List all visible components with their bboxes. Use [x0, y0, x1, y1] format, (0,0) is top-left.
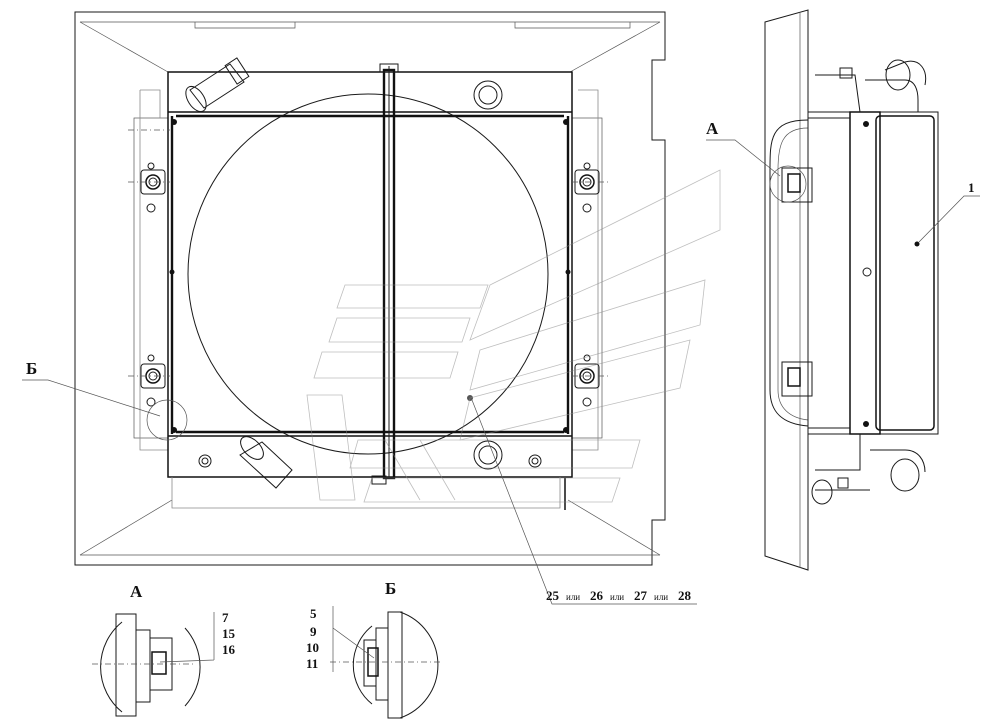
detail-a-leader	[159, 612, 215, 663]
side-center-bolt	[862, 267, 872, 277]
left-bracket	[133, 117, 169, 439]
lower-hose-pipe	[239, 436, 293, 489]
radiator-frame	[167, 71, 573, 478]
side-tank-channel	[849, 111, 881, 435]
detail-a-part-0: 7	[222, 610, 229, 625]
upper-hose-pipe	[185, 57, 250, 113]
shroud-diagonal-tr	[569, 21, 661, 73]
drain-neck-inner	[478, 445, 498, 465]
side-bracket-bottom	[781, 361, 813, 397]
callout-b-circle	[146, 399, 188, 441]
side-seal-profile	[769, 119, 809, 427]
right-bracket-inner	[572, 89, 599, 451]
side-seal-inner	[777, 127, 809, 421]
leader-1	[918, 195, 980, 243]
part-28: 28	[678, 588, 692, 603]
detail-b: Б 5 9 10 11	[306, 579, 440, 719]
side-panel-outline	[764, 9, 809, 571]
shroud-diagonal-br	[567, 499, 661, 556]
or-word-1: или	[566, 592, 580, 602]
label-view-b: Б	[26, 359, 37, 378]
detail-b-boundary	[352, 611, 439, 719]
side-core	[875, 115, 935, 431]
fan-ring	[187, 93, 549, 455]
front-view	[74, 11, 666, 566]
filler-neck-outer	[473, 80, 503, 110]
left-bracket-inner	[139, 89, 168, 451]
detail-a: А 7 15 16	[92, 582, 236, 717]
side-rivet-top	[863, 121, 869, 127]
detail-b-part-0: 5	[310, 606, 317, 621]
item-1-marker	[914, 241, 920, 247]
side-lower-pipe-end	[890, 458, 920, 492]
detail-b-part-1: 9	[310, 624, 317, 639]
or-word-2: или	[610, 592, 624, 602]
or-word-3: или	[654, 592, 668, 602]
detail-a-part-1: 15	[222, 626, 236, 641]
leader-b	[22, 379, 161, 417]
side-rivet-bottom	[863, 421, 869, 427]
drain-neck-outer	[473, 440, 503, 470]
detail-b-washer	[363, 639, 377, 687]
side-bracket-top	[781, 167, 813, 203]
filler-neck-inner	[478, 85, 498, 105]
detail-a-boundary	[100, 621, 201, 713]
detail-a-plate	[135, 629, 151, 703]
divider-bottom-cap	[371, 475, 387, 485]
detail-a-title: А	[130, 582, 143, 601]
detail-b-title: Б	[385, 579, 396, 598]
divider-top-cap	[379, 63, 399, 73]
side-upper-pipe-end	[885, 59, 911, 91]
right-bracket	[571, 117, 603, 439]
label-item-1: 1	[968, 180, 975, 195]
corner-rivets	[169, 119, 571, 433]
detail-b-panel	[387, 611, 403, 719]
detail-a-panel	[115, 613, 137, 717]
parts-callout-main: 25 или 26 или 27 или 28	[546, 588, 692, 603]
watermark-logo	[306, 169, 721, 503]
detail-a-nut	[151, 651, 167, 675]
bottom-bolt-left-inner	[201, 457, 209, 465]
lower-housing	[171, 477, 561, 509]
detail-b-leader	[332, 606, 375, 672]
side-bottom-cap	[837, 477, 849, 489]
side-bracket-bottom-bolt	[787, 367, 801, 387]
side-lower-pipe	[815, 434, 926, 491]
leader-lines	[22, 139, 980, 605]
detail-b-part-2: 10	[306, 640, 319, 655]
shroud-diagonal-tl	[79, 21, 169, 73]
side-top-cap	[839, 67, 853, 79]
shroud-diagonal-bl	[79, 499, 173, 556]
detail-b-part-3: 11	[306, 656, 318, 671]
left-mount-bolts	[140, 162, 166, 407]
part-26: 26	[590, 588, 604, 603]
bottom-bolt-right	[528, 454, 542, 468]
side-view	[764, 9, 939, 571]
side-bracket-top-bolt	[787, 173, 801, 193]
shroud-top-edge	[80, 21, 660, 29]
part-25: 25	[546, 588, 560, 603]
side-upper-pipe	[815, 60, 927, 113]
part-27: 27	[634, 588, 648, 603]
side-tank-body	[807, 111, 939, 435]
detail-a-part-2: 16	[222, 642, 236, 657]
bottom-bolt-left	[198, 454, 212, 468]
leader-parts	[471, 399, 697, 605]
side-lower-flange	[811, 479, 833, 505]
leader-a	[706, 139, 781, 177]
callout-a-circle	[769, 165, 807, 203]
bottom-bolt-right-inner	[531, 457, 539, 465]
outer-shroud-outline	[74, 11, 666, 566]
label-view-a: А	[706, 119, 719, 138]
